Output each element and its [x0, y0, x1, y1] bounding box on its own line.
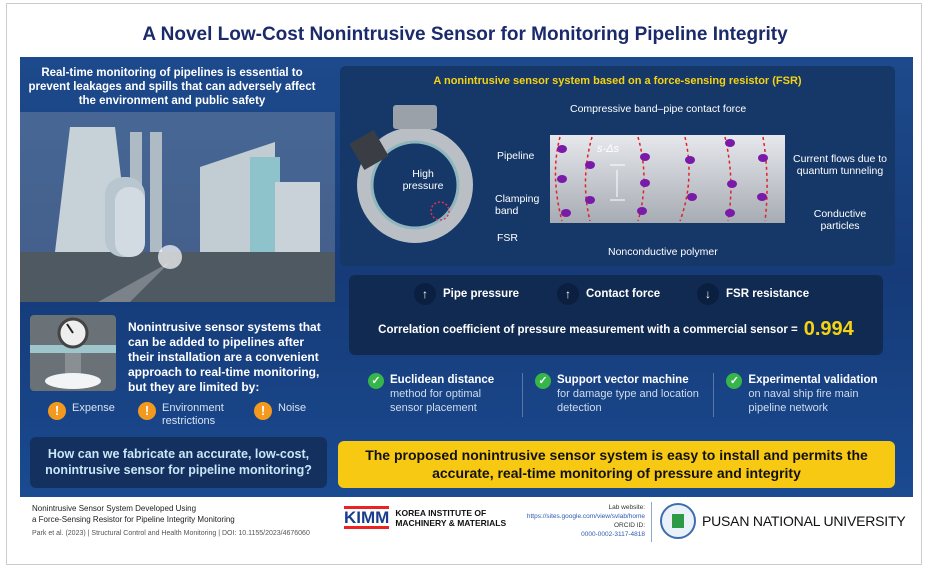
lab-info: Lab website: https://sites.google.com/vi…	[500, 503, 645, 539]
limitation-noise: ! Noise	[254, 402, 306, 420]
fsr-title: A nonintrusive sensor system based on a …	[433, 75, 802, 87]
limitation-label: Expense	[72, 402, 115, 414]
kimm-logo-mark: KIMM	[344, 506, 390, 529]
arrow-up-icon: ↑	[557, 283, 579, 305]
limitation-label: Environment restrictions	[162, 402, 224, 427]
kimm-name: MACHINERY & MATERIALS	[395, 517, 507, 528]
divider	[713, 373, 715, 417]
lab-website-link[interactable]: https://sites.google.com/view/svlab/home	[526, 513, 645, 520]
s-delta-s-label: s-Δs	[597, 143, 620, 155]
lab-website-label: Lab website:	[608, 504, 646, 511]
conductive-particles-label: Conductive particles	[813, 208, 867, 232]
correlation-value: 0.994	[803, 318, 854, 340]
orcid-label: ORCID ID:	[613, 522, 645, 529]
clamping-band-label: Clamping band	[495, 193, 540, 217]
current-flow-label: Current flows due to quantum tunneling	[793, 153, 887, 177]
step-label: Contact force	[586, 288, 661, 300]
orcid-value: 0000-0002-3117-4818	[581, 531, 645, 538]
mechanism-flow	[349, 275, 883, 355]
divider	[521, 373, 523, 417]
correlation-line: Correlation coefficient of pressure meas…	[349, 318, 883, 341]
pnu-logo: PUSAN NATIONAL UNIVERSITY	[660, 503, 906, 539]
warning-icon: !	[254, 402, 272, 420]
step-fsr-resistance: ↓ FSR resistance	[697, 283, 809, 305]
step-label: Pipe pressure	[443, 288, 520, 300]
high-pressure-label: High pressure	[402, 168, 444, 192]
limitation-label: Noise	[278, 402, 307, 414]
footer-divider	[651, 502, 652, 542]
leak-gauge-illustration	[30, 315, 116, 391]
conclusion-box: The proposed nonintrusive sensor system …	[338, 441, 895, 488]
arrow-down-icon: ↓	[697, 283, 719, 305]
limitation-environment: ! Environment restrictions	[138, 402, 238, 428]
research-question: How can we fabricate an accurate, low-co…	[30, 437, 327, 488]
warning-icon: !	[138, 402, 156, 420]
finding-title: Euclidean distance	[390, 374, 495, 386]
pipeline-label: Pipeline	[497, 150, 535, 162]
findings-list: ✓ Euclidean distance method for optimal se…	[368, 373, 888, 417]
warning-icon: !	[48, 402, 66, 420]
fsr-cross-section	[550, 135, 785, 223]
step-label: FSR resistance	[726, 288, 810, 300]
finding-desc: method for optimal sensor placement	[390, 388, 482, 414]
footer-title-line1: Nonintrusive Sensor System Developed Usi…	[32, 504, 197, 513]
kimm-name: KOREA INSTITUTE OF	[395, 507, 487, 518]
pnu-name: PUSAN NATIONAL UNIVERSITY	[702, 513, 906, 529]
step-contact-force: ↑ Contact force	[557, 283, 660, 305]
contact-force-label: Compressive band–pipe contact force	[570, 103, 747, 115]
finding-item: ✓ Experimental validation on naval ship fi…	[726, 373, 888, 415]
finding-title: Support vector machine	[556, 374, 689, 386]
finding-item: ✓ Euclidean distance method for optimal se…	[368, 373, 510, 415]
arrow-up-icon: ↑	[414, 283, 436, 305]
footer-title-line2: a Force-Sensing Resistor for Pipeline In…	[32, 515, 235, 524]
fsr-label: FSR	[497, 232, 518, 244]
step-pipe-pressure: ↑ Pipe pressure	[414, 283, 519, 305]
nonconductive-polymer-label: Nonconductive polymer	[608, 246, 718, 258]
check-icon: ✓	[368, 373, 384, 389]
clamping-band-illustration	[349, 105, 473, 243]
limitation-expense: ! Expense	[48, 402, 115, 420]
finding-title: Experimental validation	[748, 374, 878, 386]
pnu-seal-icon	[660, 503, 696, 539]
refinery-illustration	[20, 112, 335, 302]
finding-item: ✓ Support vector machine for damage type a…	[534, 373, 701, 415]
footer-reference: Park et al. (2023) | Structural Control …	[32, 530, 310, 537]
nonintrusive-text: Nonintrusive sensor systems that can be …	[128, 320, 321, 394]
page-title: A Novel Low-Cost Nonintrusive Sensor for…	[142, 24, 788, 45]
finding-desc: for damage type and location detection	[556, 388, 699, 414]
footer-citation: Nonintrusive Sensor System Developed Usi…	[32, 503, 310, 539]
check-icon: ✓	[726, 373, 743, 389]
correlation-label: Correlation coefficient of pressure meas…	[378, 324, 798, 336]
check-icon: ✓	[534, 373, 551, 389]
finding-desc: on naval ship fire main pipeline network	[748, 388, 859, 414]
intro-text: Real-time monitoring of pipelines is ess…	[28, 67, 316, 107]
